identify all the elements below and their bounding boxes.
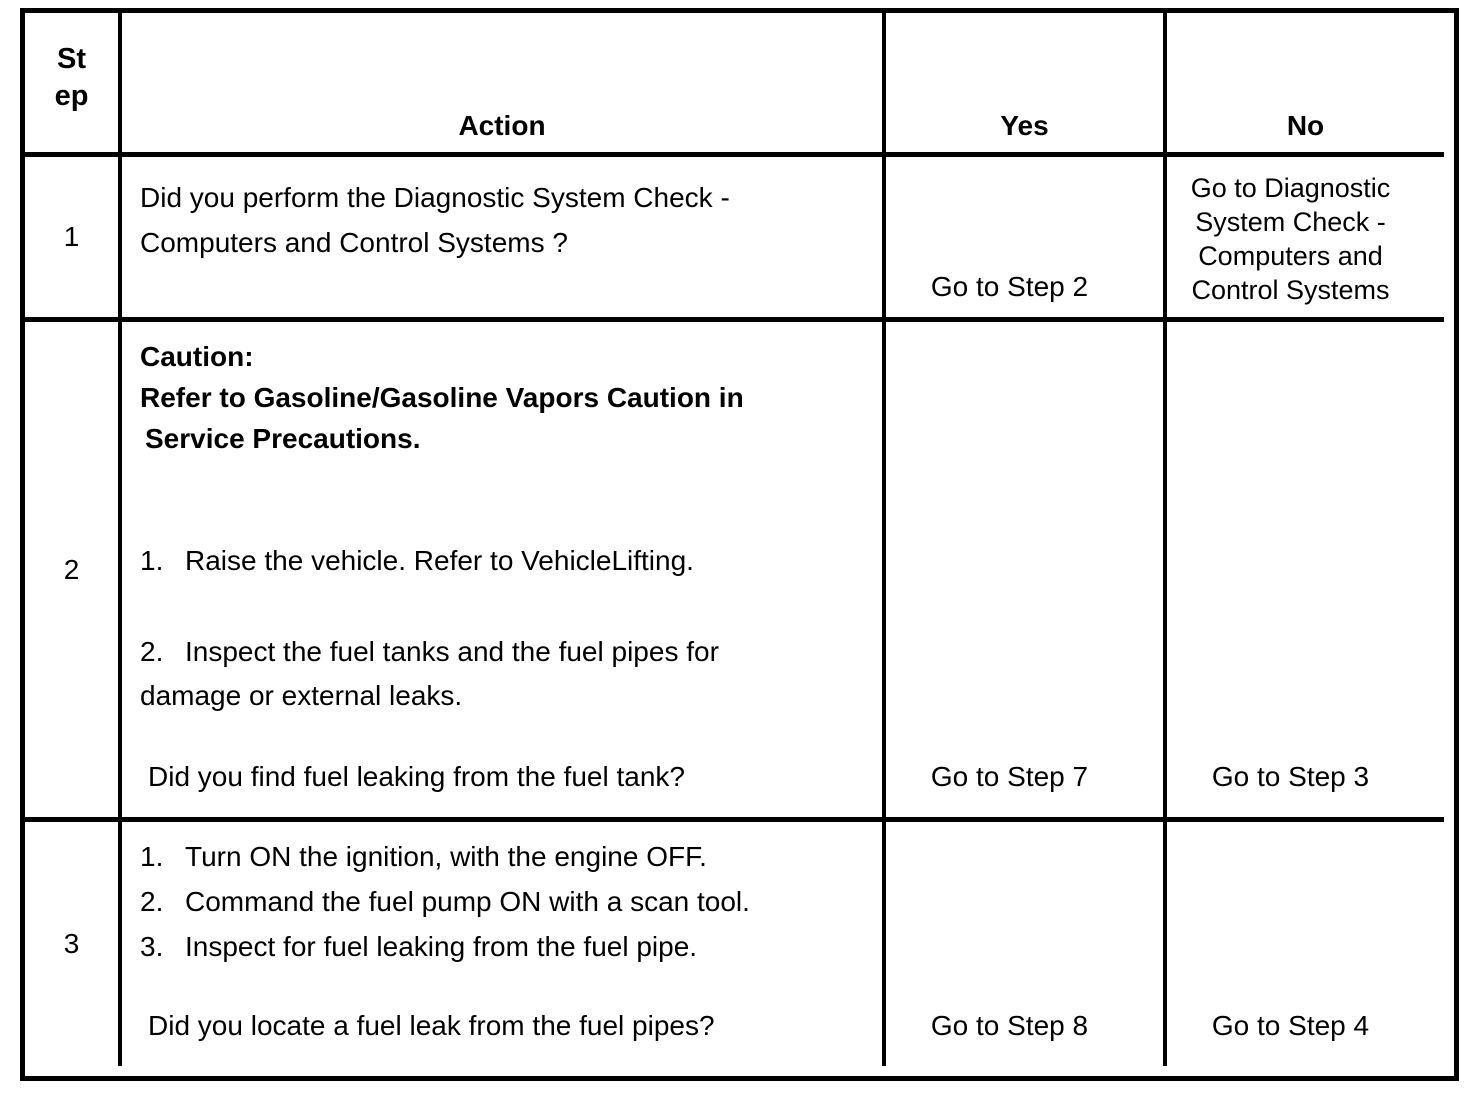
header-step-line2: ep	[54, 80, 89, 112]
action-2-item-1-number: 1.	[140, 545, 164, 576]
no-cell-1: Go to Diagnostic System Check - Computer…	[1167, 157, 1444, 322]
no-cell-3: Go to Step 4	[1167, 822, 1444, 1066]
action-3-question: Did you locate a fuel leak from the fuel…	[148, 1010, 715, 1041]
action-3-item-2: 2. Command the fuel pump ON with a scan …	[140, 879, 872, 924]
caution-line-3: Service Precautions.	[145, 423, 421, 454]
header-no-label: No	[1286, 110, 1325, 141]
yes-2-label: Go to Step 7	[930, 761, 1089, 792]
caution-line-1: Caution:	[140, 341, 254, 372]
action-2-item-2-continuation: damage or external leaks.	[140, 680, 463, 711]
action-2-item-2-text: Inspect the fuel tanks and the fuel pipe…	[185, 636, 719, 667]
caution-block: Caution: Refer to Gasoline/Gasoline Vapo…	[140, 336, 872, 459]
no-3-label: Go to Step 4	[1211, 1010, 1370, 1041]
yes-3-label: Go to Step 8	[930, 1010, 1089, 1041]
action-2-question: Did you find fuel leaking from the fuel …	[148, 761, 685, 792]
header-step-line1: St	[57, 43, 86, 75]
action-3-item-1-number: 1.	[140, 841, 164, 872]
action-3-item-3-text: Inspect for fuel leaking from the fuel p…	[185, 931, 698, 962]
yes-cell-1: Go to Step 2	[886, 157, 1167, 322]
action-cell-3: 1. Turn ON the ignition, with the engine…	[122, 822, 886, 1066]
step-number-3: 3	[25, 822, 122, 1066]
action-2-item-2: 2. Inspect the fuel tanks and the fuel p…	[140, 630, 872, 674]
action-cell-2: Caution: Refer to Gasoline/Gasoline Vapo…	[122, 322, 886, 822]
action-3-item-3: 3. Inspect for fuel leaking from the fue…	[140, 924, 872, 969]
step-number-1: 1	[25, 157, 122, 322]
yes-cell-2: Go to Step 7	[886, 322, 1167, 822]
header-step: St ep	[25, 13, 122, 157]
header-action: Action	[122, 13, 886, 157]
yes-1-label: Go to Step 2	[930, 271, 1089, 302]
action-1-line-2: Computers and Control Systems ?	[140, 227, 568, 258]
no-1-line-1: Go to Diagnostic	[1190, 173, 1391, 203]
action-3-item-3-number: 3.	[140, 931, 164, 962]
no-cell-2: Go to Step 3	[1167, 322, 1444, 822]
header-yes: Yes	[886, 13, 1167, 157]
no-1-line-2: System Check -	[1195, 207, 1386, 237]
yes-cell-3: Go to Step 8	[886, 822, 1167, 1066]
no-1-line-4: Control Systems	[1191, 275, 1390, 305]
action-1-line-1: Did you perform the Diagnostic System Ch…	[140, 182, 730, 213]
header-yes-label: Yes	[1000, 110, 1049, 141]
step-number-2: 2	[25, 322, 122, 822]
no-2-label: Go to Step 3	[1211, 761, 1370, 792]
action-3-item-1: 1. Turn ON the ignition, with the engine…	[140, 834, 872, 879]
diagnostic-step-table: St ep Action Yes No 1 Did you perform th…	[20, 8, 1459, 1081]
action-2-item-2-number: 2.	[140, 636, 164, 667]
step-3-value: 3	[63, 928, 80, 959]
header-no: No	[1167, 13, 1444, 157]
header-action-label: Action	[458, 110, 546, 141]
action-2-item-1: 1. Raise the vehicle. Refer to VehicleLi…	[140, 539, 872, 583]
no-1-line-3: Computers and	[1198, 241, 1383, 271]
caution-line-2: Refer to Gasoline/Gasoline Vapors Cautio…	[140, 382, 744, 413]
action-3-item-2-text: Command the fuel pump ON with a scan too…	[185, 886, 750, 917]
action-3-item-1-text: Turn ON the ignition, with the engine OF…	[185, 841, 707, 872]
action-3-item-2-number: 2.	[140, 886, 164, 917]
action-2-item-1-text: Raise the vehicle. Refer to VehicleLifti…	[185, 545, 694, 576]
action-cell-1: Did you perform the Diagnostic System Ch…	[122, 157, 886, 322]
step-1-value: 1	[63, 221, 80, 252]
step-2-value: 2	[63, 553, 80, 585]
